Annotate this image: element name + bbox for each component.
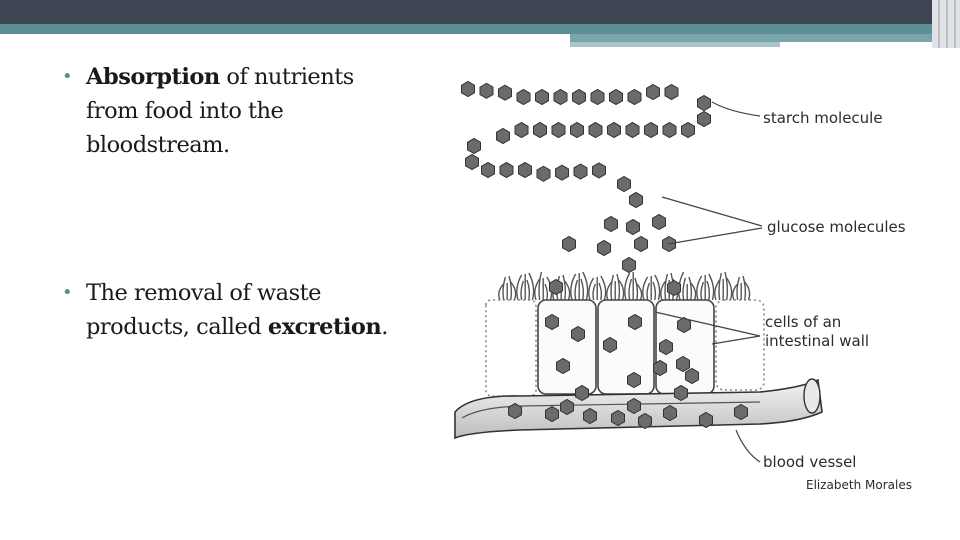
molecule-icon [654,361,667,376]
molecule-icon [584,409,597,424]
molecule-icon [628,373,641,388]
molecule-icon [554,90,567,105]
corner-decoration [932,0,960,48]
molecule-icon [675,386,688,401]
molecule-icon [598,241,611,256]
molecule-icon [561,400,574,415]
bullet-bold-lead: Absorption [86,64,220,90]
molecule-icon [700,413,713,428]
label-starch-molecule: starch molecule [763,109,883,127]
molecule-icon [668,281,681,296]
molecule-icon [563,237,576,252]
molecule-icon [546,407,559,422]
molecule-icon [591,90,604,105]
molecule-icon [604,338,617,353]
molecule-icon [610,90,623,105]
molecule-icon [500,163,513,178]
molecule-icon [698,96,711,111]
molecule-icon [589,123,602,138]
molecule-icon [698,112,711,127]
molecule-icon [497,129,510,144]
molecule-icon [509,404,522,419]
molecule-icon [571,123,584,138]
molecule-icon [482,163,495,178]
molecule-icon [537,166,550,181]
molecule-icon [536,90,549,105]
intestinal-cells [486,300,764,396]
label-glucose-molecules: glucose molecules [767,218,906,236]
molecule-icon [593,163,606,178]
molecule-icon [573,90,586,105]
accent-band-tertiary [570,42,780,47]
bullet-bold-term: excretion [268,314,381,340]
molecule-icon [462,82,475,97]
bullet-absorption: •Absorption of nutrients from food into … [62,60,392,162]
label-cells-line2: intestinal wall [765,332,869,350]
molecule-icon [466,155,479,170]
molecule-icon [517,90,530,105]
digestion-diagram: starch molecule glucose molecules cells … [440,60,920,500]
molecule-icon [557,359,570,374]
molecule-icon [664,406,677,421]
molecule-icon [628,90,641,105]
label-cells-line1: cells of an [765,313,841,331]
molecule-icon [660,340,673,355]
accent-band-secondary [570,34,960,42]
molecule-icon [572,327,585,342]
molecule-icon [627,220,640,235]
molecule-icon [626,123,639,138]
header-bar [0,0,960,24]
molecule-icon [653,215,666,230]
molecule-icon [623,258,636,273]
bullet-excretion: •The removal of waste products, called e… [62,276,392,344]
molecule-icon [546,315,559,330]
molecule-icon [550,280,563,295]
molecule-icon [468,139,481,154]
molecule-icon [480,83,493,98]
molecule-icon [618,177,631,192]
accent-band [0,24,960,34]
molecule-icon [735,405,748,420]
molecule-icon [499,85,512,100]
molecule-icon [608,123,621,138]
bullet-dot-icon: • [62,276,72,310]
molecule-icon [552,123,565,138]
molecule-icon [612,411,625,426]
molecule-icon [628,399,641,414]
bullet-dot-icon: • [62,60,72,94]
molecule-icon [677,357,690,372]
molecule-icon [576,386,589,401]
molecule-icon [665,85,678,100]
molecule-icon [645,123,658,138]
bullet-tail: . [381,314,388,340]
molecule-icon [605,217,618,232]
molecule-icon [682,123,695,138]
molecule-icon [534,123,547,138]
molecule-icon [663,123,676,138]
molecule-icon [630,193,643,208]
molecule-icon [686,369,699,384]
villi-fringe [499,272,750,300]
molecule-icon [519,163,532,178]
molecule-icon [647,85,660,100]
molecule-icon [515,123,528,138]
image-credit: Elizabeth Morales [806,478,912,492]
molecule-icon [556,165,569,180]
molecule-icon [639,414,652,429]
molecule-icon [635,237,648,252]
label-blood-vessel: blood vessel [763,453,856,471]
molecule-icon [574,164,587,179]
molecule-icon [629,315,642,330]
